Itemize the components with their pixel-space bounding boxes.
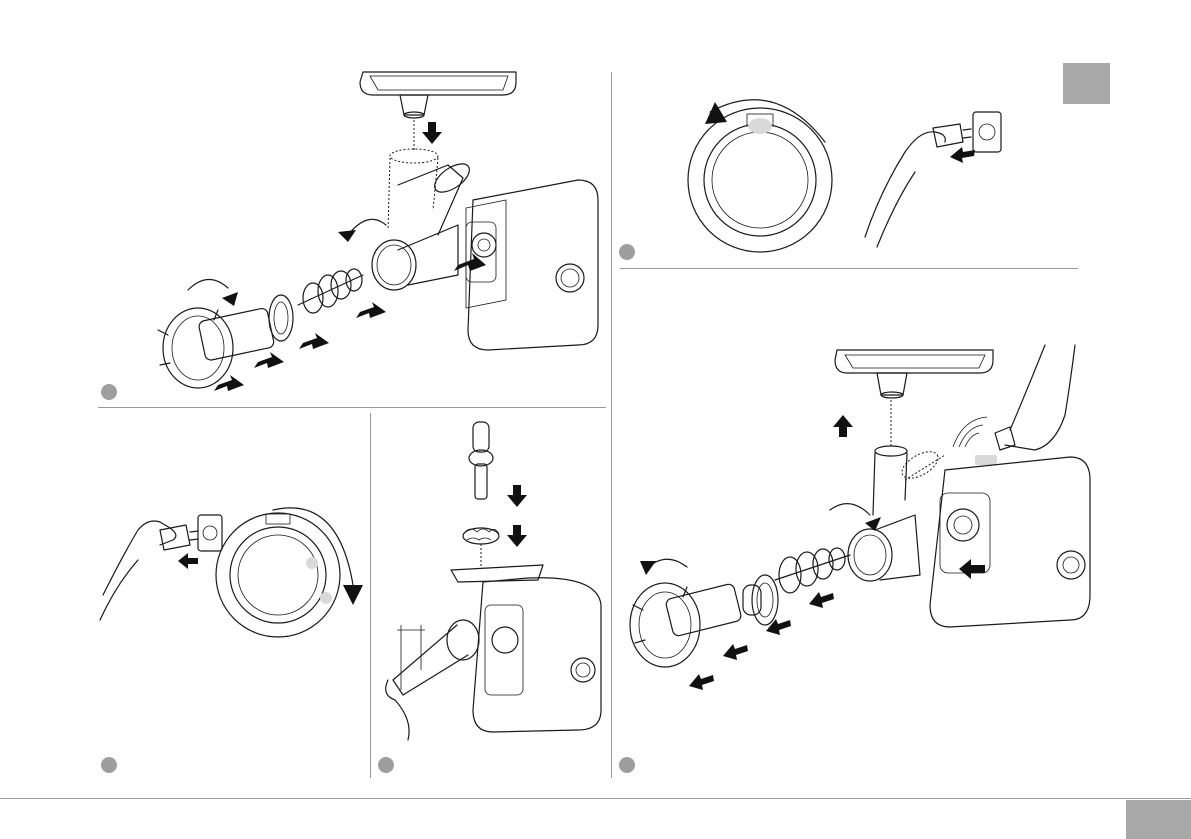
unplug-illustration bbox=[615, 72, 1085, 266]
arrow-icon bbox=[422, 122, 442, 144]
vertical-divider-main bbox=[611, 72, 612, 778]
plug-icon bbox=[160, 525, 198, 550]
arrow-icon bbox=[689, 674, 714, 690]
sausage-illustration bbox=[373, 410, 608, 775]
sausage-nozzle-icon bbox=[386, 620, 479, 740]
arrow-icon bbox=[507, 525, 527, 547]
meat-grinder-icon bbox=[451, 565, 601, 732]
pusher-icon bbox=[469, 422, 493, 499]
hand-icon bbox=[995, 345, 1075, 450]
disassembly-illustration bbox=[615, 275, 1095, 775]
arrow-icon bbox=[809, 592, 834, 608]
plug-icon bbox=[933, 124, 971, 147]
food-tray-icon bbox=[360, 72, 516, 118]
feeding-tube-icon bbox=[848, 515, 920, 581]
arrow-icon bbox=[454, 253, 486, 271]
auger-icon bbox=[298, 269, 363, 313]
locking-ring-icon bbox=[216, 513, 340, 637]
arrow-icon bbox=[723, 644, 748, 660]
horizontal-divider-left bbox=[98, 407, 606, 408]
footer-rule bbox=[0, 798, 1191, 799]
arrow-icon bbox=[178, 553, 198, 569]
page-number-tab bbox=[1126, 800, 1191, 839]
socket-icon bbox=[198, 515, 222, 551]
horizontal-divider-right bbox=[620, 268, 1078, 269]
arrow-icon bbox=[507, 485, 527, 507]
meat-grinder-icon bbox=[930, 457, 1090, 627]
cutting-disc-icon bbox=[743, 575, 778, 625]
arrow-icon bbox=[766, 619, 791, 635]
locking-ring-icon bbox=[688, 108, 832, 252]
arrow-icon bbox=[214, 375, 244, 391]
rotate-arrow-icon bbox=[830, 504, 870, 515]
locking-ring-icon bbox=[158, 307, 275, 388]
arrow-icon bbox=[356, 302, 386, 318]
hand-icon bbox=[100, 521, 176, 620]
vertical-divider-left-bottom bbox=[370, 413, 371, 778]
socket-icon bbox=[973, 112, 1001, 152]
assembly-illustration bbox=[98, 60, 608, 405]
arrow-icon bbox=[959, 559, 985, 579]
rotate-arrow-icon bbox=[273, 508, 353, 585]
lock-rotate-illustration bbox=[98, 410, 368, 775]
arrow-icon bbox=[950, 147, 975, 163]
food-tray-icon bbox=[835, 350, 993, 398]
arrow-icon bbox=[833, 415, 853, 437]
hand-icon bbox=[865, 132, 945, 247]
arrow-icon bbox=[254, 352, 284, 368]
arrow-icon bbox=[299, 333, 329, 349]
auger-icon bbox=[775, 548, 850, 593]
meat-pieces-icon bbox=[463, 528, 499, 544]
rotate-arrow-icon bbox=[188, 279, 228, 290]
click-signal-icon bbox=[953, 417, 987, 447]
